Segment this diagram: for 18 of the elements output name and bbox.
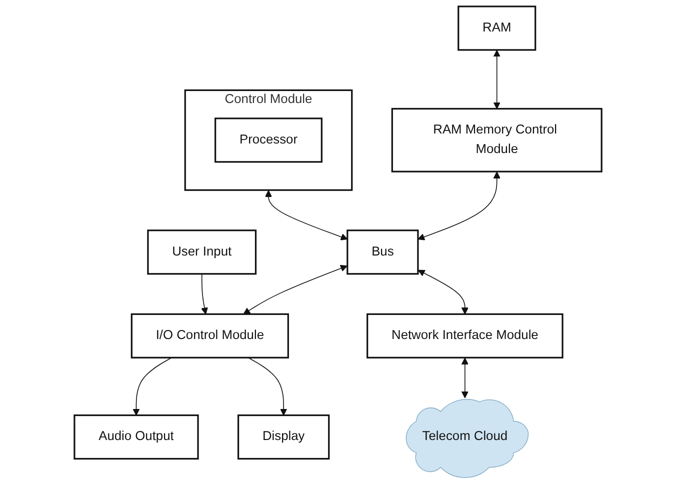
arrow <box>201 273 208 314</box>
arrow <box>461 358 468 398</box>
arrow <box>132 357 172 416</box>
node-box: RAM Memory Control Module <box>391 108 602 172</box>
node-box: User Input <box>147 230 257 275</box>
arrow <box>248 357 288 416</box>
arrow <box>493 50 500 110</box>
arrow <box>418 172 500 240</box>
node-box: Bus <box>346 230 419 275</box>
node-box: Audio Output <box>74 414 199 460</box>
node-box: Display <box>237 414 330 460</box>
node-box: Network Interface Module <box>366 313 564 358</box>
node-box: Processor <box>214 118 322 163</box>
node-box: I/O Control Module <box>130 313 289 358</box>
arrow <box>418 270 468 314</box>
arrow <box>243 264 348 314</box>
arrow <box>264 190 348 240</box>
node-box: RAM <box>458 6 536 51</box>
